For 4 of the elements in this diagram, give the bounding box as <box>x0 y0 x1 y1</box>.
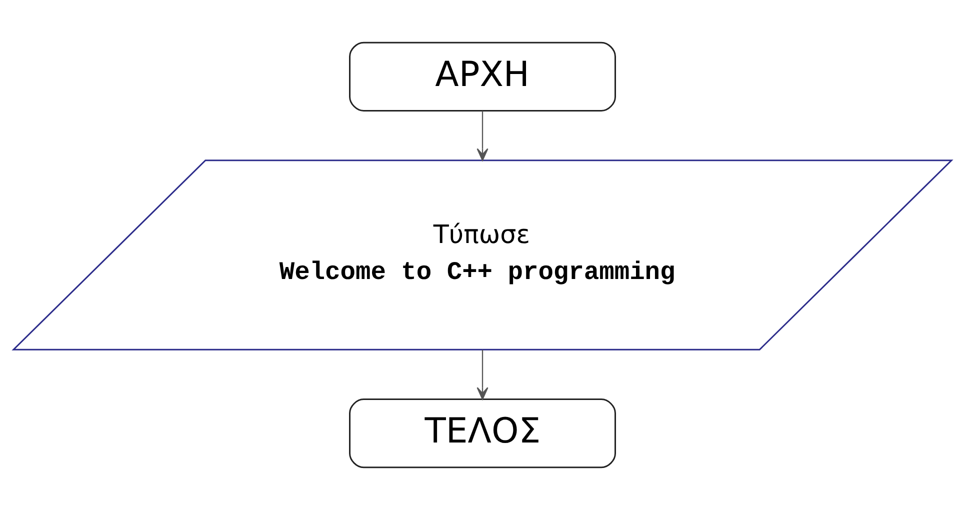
node-box: ΤΕΛΟΣ <box>349 398 616 468</box>
node-box: ΑΡΧΗ <box>349 42 616 112</box>
arrow <box>476 110 488 161</box>
arrow <box>476 350 488 400</box>
